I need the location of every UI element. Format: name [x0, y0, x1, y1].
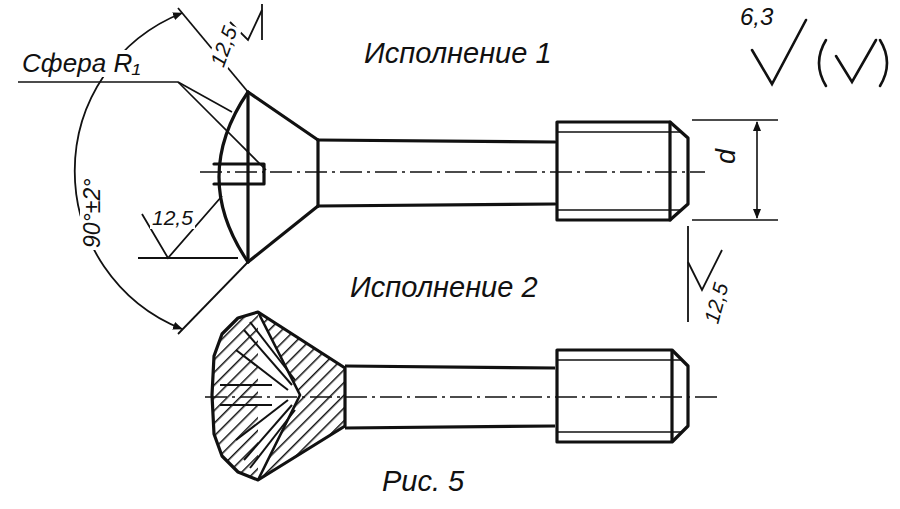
head-face	[246, 92, 249, 262]
version-title: Исполнение 2	[348, 272, 540, 302]
sphere-face	[219, 92, 248, 262]
thread-root	[557, 209, 680, 211]
extension-line	[692, 119, 778, 121]
axis-line	[200, 171, 705, 172]
gear-teeth	[220, 322, 295, 468]
leader-line	[178, 82, 266, 170]
sphere-label: Сфера R₁	[20, 50, 142, 77]
d-dimension	[692, 120, 778, 220]
leader-line	[261, 4, 263, 40]
shank-edge	[316, 140, 319, 206]
base-line	[138, 257, 238, 259]
version-2	[205, 312, 722, 480]
tooth-line	[250, 410, 295, 468]
thread-root	[557, 131, 680, 133]
shank-line	[318, 204, 555, 206]
thread-root	[557, 359, 682, 361]
leader-shelf	[18, 81, 178, 83]
roughness-symbol	[142, 196, 222, 258]
chamfer-edge	[668, 122, 671, 220]
shank-line	[345, 366, 555, 368]
extension-line	[687, 226, 689, 322]
roughness-value: 12,5	[150, 207, 195, 229]
bracket	[880, 40, 887, 86]
shank-line	[345, 426, 555, 428]
shank-2	[345, 350, 688, 442]
cone-line	[248, 92, 318, 140]
version-1	[214, 92, 688, 262]
roughness-cone	[138, 196, 238, 258]
roughness-symbol	[836, 40, 876, 82]
axis-line	[205, 396, 722, 397]
slot-line	[220, 404, 272, 406]
gear-head	[212, 312, 345, 480]
extension-line	[178, 8, 248, 92]
thread-part	[557, 350, 688, 442]
roughness-value: 12,5	[206, 22, 242, 72]
roughness-general	[752, 20, 887, 86]
tooth-line	[244, 405, 292, 460]
tooth-line	[244, 330, 292, 385]
dimension-line	[756, 122, 758, 218]
roughness-symbol	[752, 20, 806, 84]
thread-root	[557, 431, 682, 433]
bracket	[819, 40, 826, 86]
sphere-leader	[18, 82, 266, 170]
angle-dimension: 90°±2°	[80, 177, 104, 250]
cone-line	[248, 206, 318, 262]
chamfer-edge	[670, 350, 673, 442]
diameter-dimension: d	[712, 147, 740, 166]
extension-line	[692, 219, 778, 221]
gear-cut	[258, 312, 300, 480]
leader-line	[178, 82, 232, 112]
shank-line	[318, 140, 555, 142]
thread-part	[557, 122, 688, 220]
roughness-value: 12,5	[700, 279, 733, 328]
slot-line	[220, 384, 272, 386]
slot	[214, 164, 264, 184]
figure-caption: Рис. 5	[380, 466, 466, 496]
tooth-line	[250, 322, 295, 380]
roughness-value: 6,3	[738, 4, 775, 29]
version-title: Исполнение 1	[362, 38, 554, 68]
